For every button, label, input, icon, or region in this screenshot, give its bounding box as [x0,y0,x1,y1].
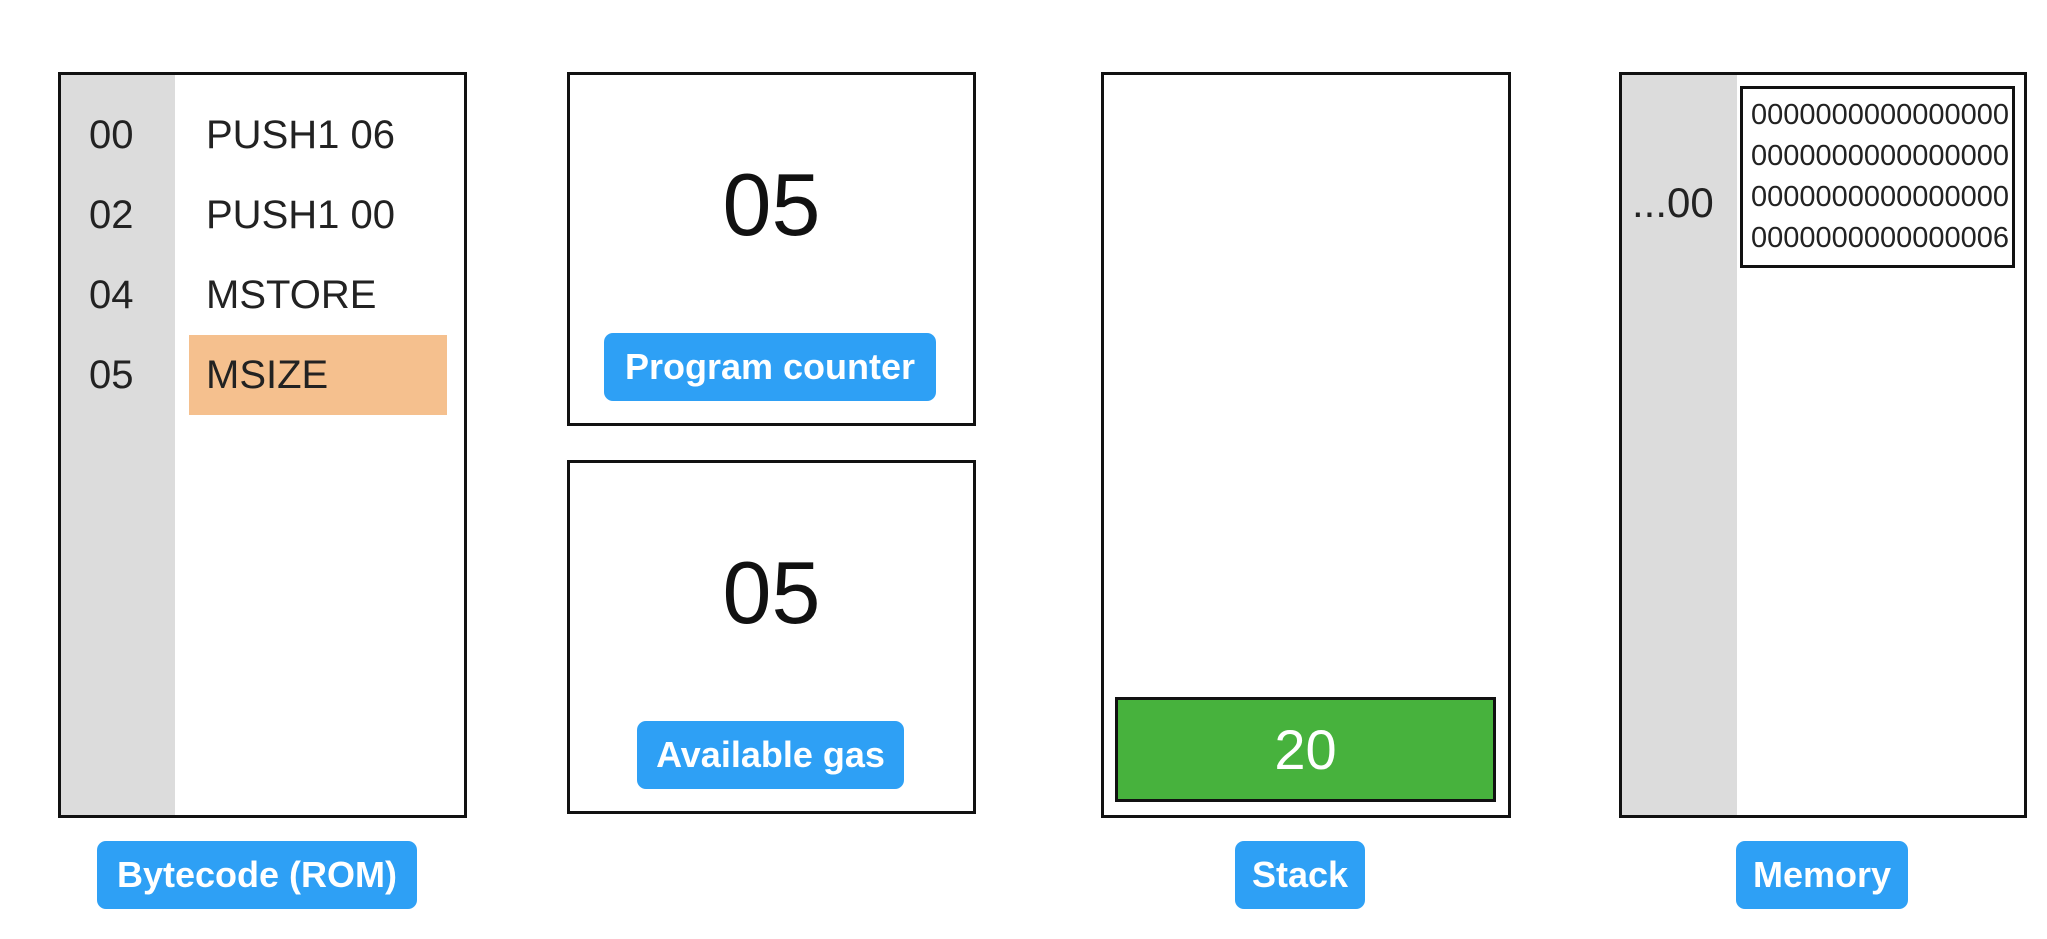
memory-word: 0000000000000000000000000000000000000000… [1740,86,2015,268]
bytecode-opcode: MSTORE [206,273,377,317]
bytecode-offset: 02 [89,193,134,237]
bytecode-opcode-current: MSIZE [189,335,447,415]
bytecode-row: 04 MSTORE [61,255,464,335]
available-gas-label: Available gas [637,721,904,789]
memory-label: Memory [1736,841,1908,909]
stack-item: 20 [1115,697,1496,802]
bytecode-label: Bytecode (ROM) [97,841,417,909]
bytecode-panel: 00 PUSH1 06 02 PUSH1 00 04 MSTORE 05 MSI… [58,72,467,818]
memory-offset: ...00 [1632,179,1714,226]
bytecode-row: 02 PUSH1 00 [61,175,464,255]
bytecode-opcode: PUSH1 00 [206,193,395,237]
bytecode-offset-gutter [61,75,175,815]
bytecode-row-current: 05 MSIZE [61,335,464,415]
stack-label: Stack [1235,841,1365,909]
available-gas-value: 05 [722,543,821,642]
bytecode-opcode: PUSH1 06 [206,113,395,157]
bytecode-offset: 00 [89,113,134,157]
bytecode-offset: 05 [89,353,134,397]
bytecode-offset: 04 [89,273,134,317]
bytecode-row: 00 PUSH1 06 [61,95,464,175]
memory-panel: ...00 0000000000000000000000000000000000… [1619,72,2027,818]
program-counter-value: 05 [722,155,821,254]
program-counter-label: Program counter [604,333,936,401]
memory-offset-gutter [1622,75,1737,815]
stack-panel: 20 [1101,72,1511,818]
